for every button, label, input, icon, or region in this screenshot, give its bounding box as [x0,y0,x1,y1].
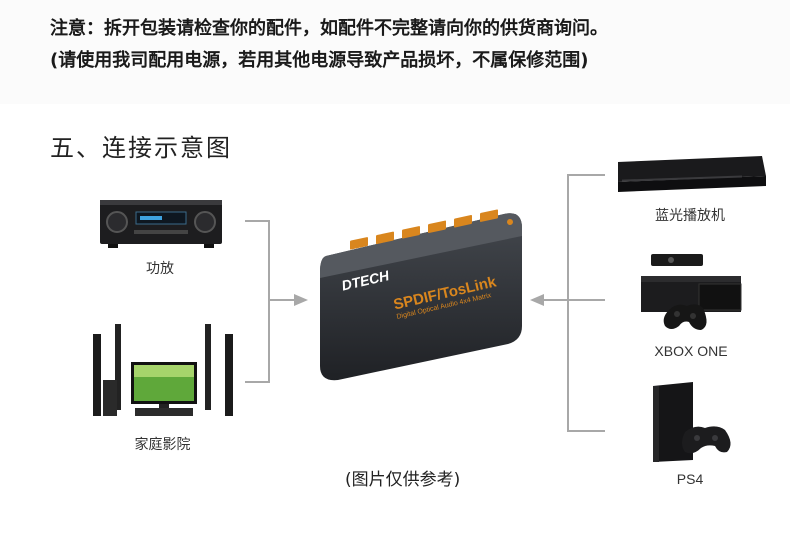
connector-left-bottom [245,381,270,383]
connector-right-vertical [567,174,569,432]
ps4-label: PS4 [676,471,704,487]
notice-text: 拆开包装请检查你的配件，如配件不完整请向你的供货商询问。 [104,18,608,39]
ps4-icon [653,382,731,462]
section-title: 五、连接示意图 [50,134,232,162]
audio-matrix-device [320,209,522,381]
xbox-label: XBOX ONE [654,343,728,359]
amplifier-icon [100,200,222,248]
connector-right-top [567,174,605,176]
notice-panel: 注意：拆开包装请检查你的配件，如配件不完整请向你的供货商询问。 (请使用我司配用… [0,0,790,104]
bluray-label: 蓝光播放机 [655,208,725,224]
connector-left-top [245,220,270,222]
notice-label: 注意： [50,18,104,39]
bluray-player-icon [618,156,766,192]
xbox-one-icon [641,254,742,330]
amplifier-label: 功放 [146,261,174,277]
home-theater-label: 家庭影院 [134,437,191,453]
connector-left-vertical [268,220,270,383]
home-theater-icon [93,324,233,416]
notice-line-2: (请使用我司配用电源，若用其他电源导致产品损坏，不属保修范围) [50,50,589,71]
connector-right-middle [567,299,605,301]
connector-left-arrow-line [270,299,296,301]
image-caption: (图片仅供参考) [345,470,461,490]
connector-right-arrow-line [540,299,568,301]
notice-line-1: 注意：拆开包装请检查你的配件，如配件不完整请向你的供货商询问。 [50,14,608,40]
connector-right-bottom [567,430,605,432]
arrow-right-icon [294,294,308,306]
arrow-left-icon [530,294,544,306]
